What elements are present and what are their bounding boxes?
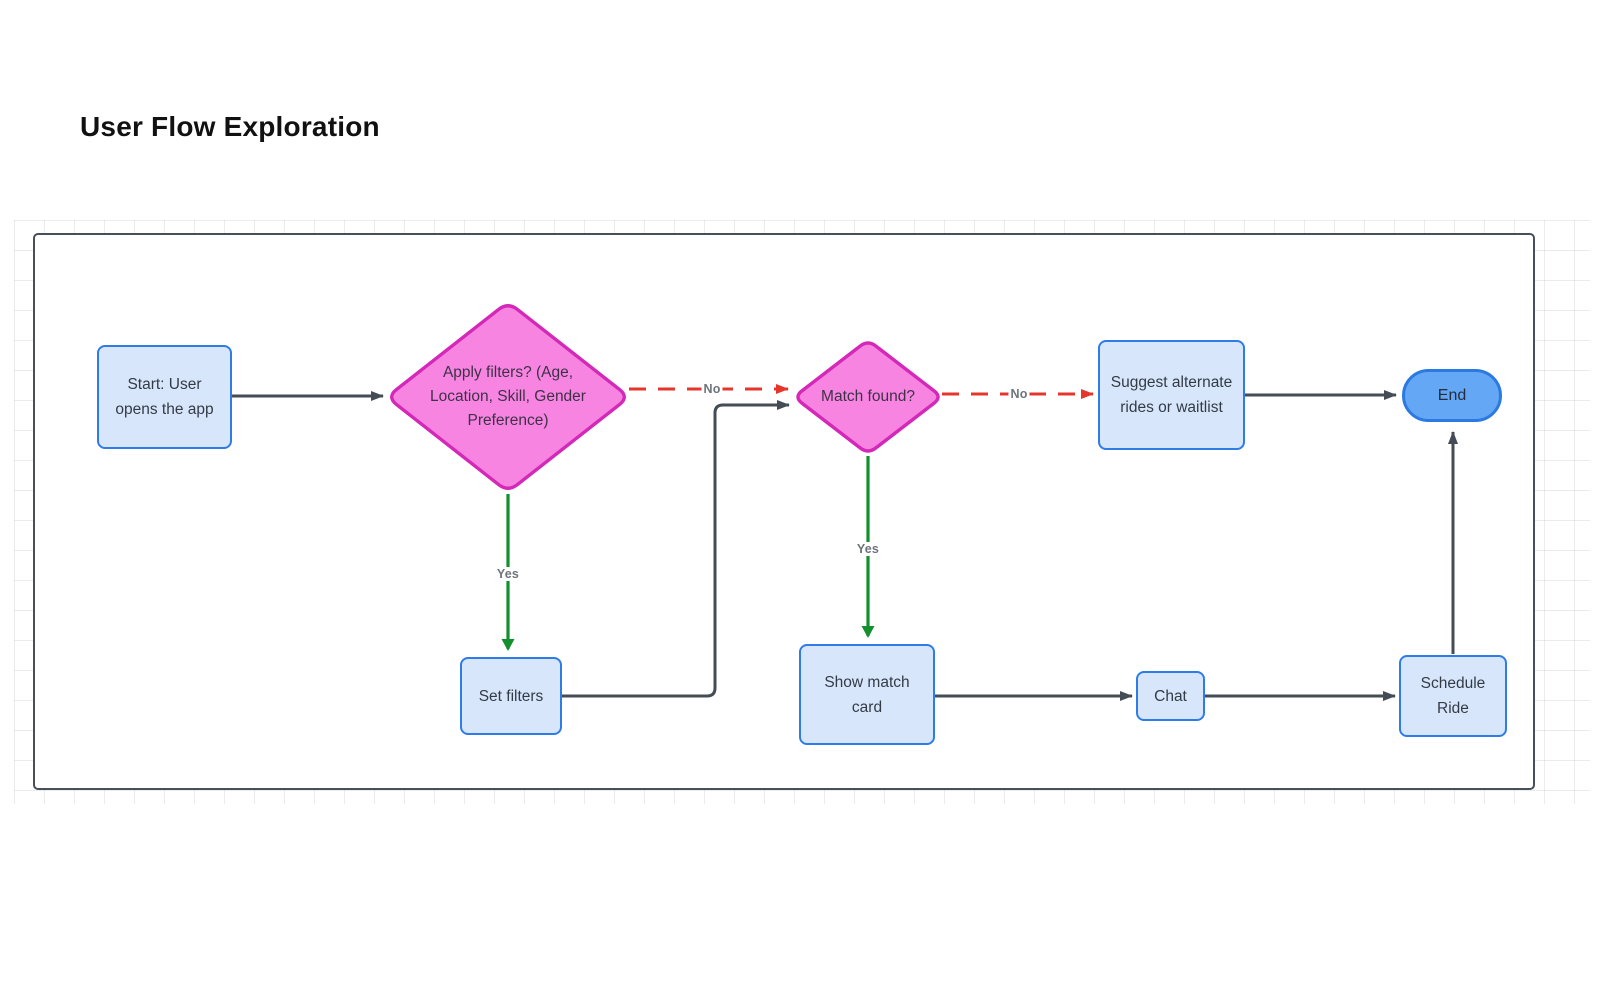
edge-label-no: No [701,382,723,396]
node-match-found[interactable]: Match found? [793,385,943,409]
node-label: Match found? [821,388,915,405]
edge-set-filters-to-match-found[interactable] [562,400,790,698]
node-label: Set filters [478,687,544,705]
node-label: Schedule Ride [1420,675,1486,717]
node-set-filters[interactable]: Set filters [460,657,562,735]
node-label: Chat [1154,687,1187,705]
node-label: Apply filters? (Age, Location, Skill, Ge… [430,364,586,429]
edge-label-yes: Yes [494,567,522,581]
node-suggest-alternate-rides[interactable]: Suggest alternate rides or waitlist [1098,340,1245,450]
edges-layer [232,304,1458,701]
page-title: User Flow Exploration [80,111,380,142]
edge-label-yes: Yes [854,542,882,556]
node-end[interactable]: End [1402,369,1502,422]
node-label: Show match card [824,673,910,716]
node-label: Suggest alternate rides or waitlist [1110,374,1233,416]
diagram-canvas: Start: User opens the app Apply filters?… [33,233,1535,790]
node-apply-filters-shape[interactable] [390,304,626,490]
node-schedule-ride[interactable]: Schedule Ride [1399,655,1507,737]
node-label: Start: User opens the app [115,376,214,418]
node-apply-filters[interactable]: Apply filters? (Age, Location, Skill, Ge… [412,361,604,433]
edge-label-no: No [1008,387,1030,401]
node-match-found-shape[interactable] [796,341,940,453]
node-chat[interactable]: Chat [1136,671,1205,721]
node-start[interactable]: Start: User opens the app [97,345,232,449]
node-show-match-card[interactable]: Show match card [799,644,935,745]
node-label: End [1437,387,1467,404]
